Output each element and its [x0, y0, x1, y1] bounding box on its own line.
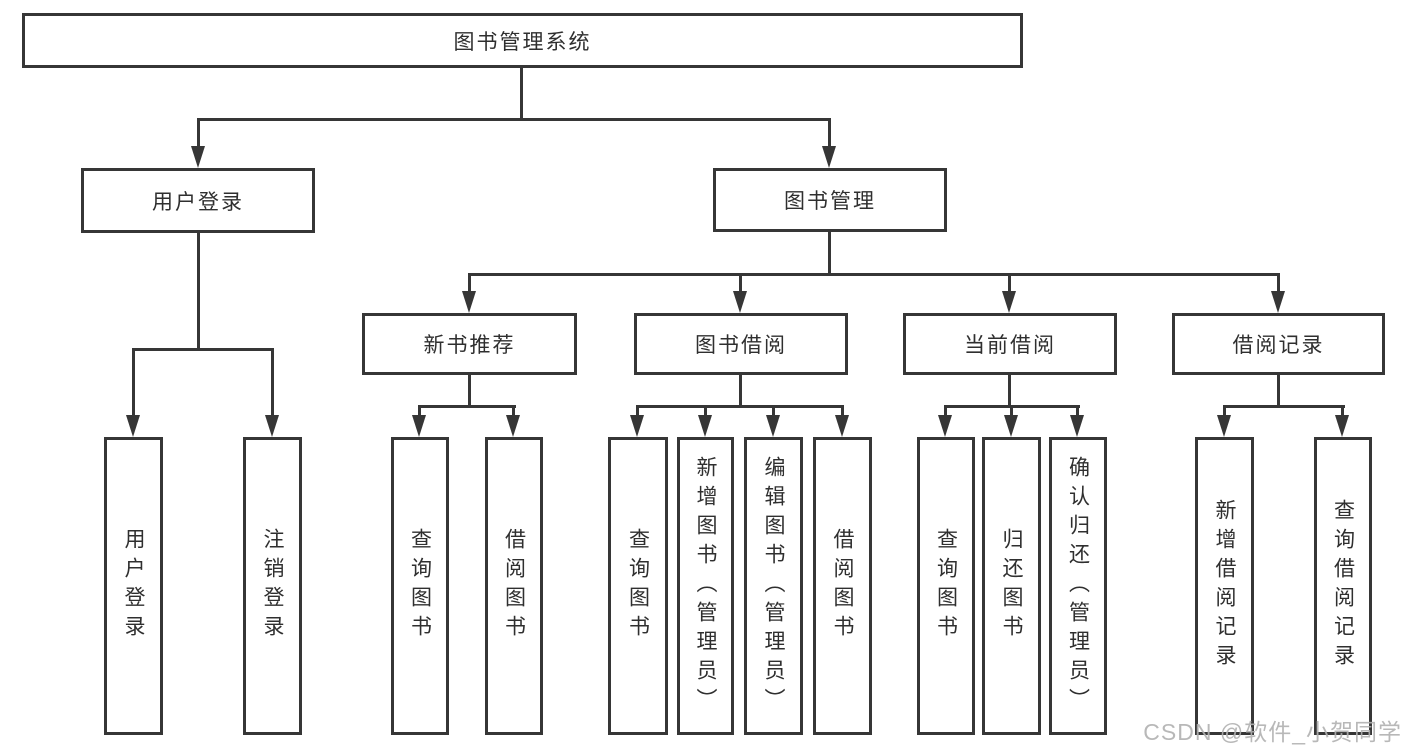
connector-stem	[1008, 375, 1011, 405]
connector-shaft	[1008, 273, 1011, 293]
node-label: 图书管理	[784, 190, 876, 213]
connector-shaft	[1341, 405, 1344, 417]
node-new-book-recommend: 新书推荐	[362, 313, 577, 375]
arrowhead-icon	[1271, 291, 1285, 313]
arrowhead-icon	[1335, 415, 1349, 437]
node-label: 借阅记录	[1232, 334, 1325, 357]
leaf-cb-query-books: 查询图书	[917, 437, 975, 735]
connector-branch	[1223, 405, 1345, 408]
leaf-nb-borrow-books: 借阅图书	[485, 437, 543, 735]
leaf-label: 编辑图书（管理员）	[762, 455, 785, 717]
arrowhead-icon	[1004, 415, 1018, 437]
arrowhead-icon	[1070, 415, 1084, 437]
leaf-bb-query-books: 查询图书	[608, 437, 668, 735]
leaf-bb-add-books-admin: 新增图书（管理员）	[677, 437, 734, 735]
connector-shaft	[271, 348, 274, 417]
connector-shaft	[1076, 405, 1079, 417]
node-label: 用户登录	[152, 190, 244, 214]
connector-shaft	[1223, 405, 1226, 417]
connector-shaft	[1277, 273, 1280, 293]
leaf-br-add-record: 新增借阅记录	[1195, 437, 1254, 735]
arrowhead-icon	[1217, 415, 1231, 437]
leaf-label: 借阅图书	[831, 528, 854, 644]
connector-user-login-stem	[197, 232, 200, 348]
node-borrow-records: 借阅记录	[1172, 313, 1385, 375]
connector-shaft	[1010, 405, 1013, 417]
arrowhead-icon	[938, 415, 952, 437]
arrowhead-icon	[191, 146, 205, 168]
node-label: 当前借阅	[964, 334, 1056, 357]
connector-book-mgmt-stem	[828, 232, 831, 273]
leaf-bb-edit-books-admin: 编辑图书（管理员）	[744, 437, 803, 735]
leaf-bb-borrow-books: 借阅图书	[813, 437, 872, 735]
connector-stem	[1277, 375, 1280, 405]
leaf-label: 查询图书	[626, 528, 650, 644]
node-current-borrow: 当前借阅	[903, 313, 1117, 375]
arrowhead-icon	[766, 415, 780, 437]
connector-shaft	[636, 405, 639, 417]
connector-shaft	[944, 405, 947, 417]
connector-shaft	[772, 405, 775, 417]
arrowhead-icon	[265, 415, 279, 437]
connector-shaft	[197, 118, 200, 148]
connector-book-mgmt-branch	[468, 273, 1280, 276]
node-book-management: 图书管理	[713, 168, 947, 232]
node-label: 图书管理系统	[453, 30, 592, 54]
leaf-label: 确认归还（管理员）	[1066, 455, 1090, 717]
leaf-nb-query-books: 查询图书	[391, 437, 449, 735]
leaf-logout: 注销登录	[243, 437, 302, 735]
arrowhead-icon	[126, 415, 140, 437]
connector-branch	[636, 405, 844, 408]
connector-shaft	[841, 405, 844, 417]
arrowhead-icon	[822, 146, 836, 168]
leaf-label: 新增图书（管理员）	[694, 455, 717, 717]
leaf-br-query-record: 查询借阅记录	[1314, 437, 1372, 735]
connector-shaft	[512, 405, 515, 417]
connector-shaft	[704, 405, 707, 417]
connector-shaft	[739, 273, 742, 293]
arrowhead-icon	[630, 415, 644, 437]
connector-user-login-branch	[132, 348, 274, 351]
leaf-label: 注销登录	[261, 528, 284, 644]
node-user-login: 用户登录	[81, 168, 315, 233]
leaf-user-login: 用户登录	[104, 437, 163, 735]
arrowhead-icon	[412, 415, 426, 437]
arrowhead-icon	[835, 415, 849, 437]
leaf-label: 借阅图书	[502, 528, 526, 644]
arrowhead-icon	[462, 291, 476, 313]
leaf-label: 归还图书	[1000, 528, 1023, 644]
arrowhead-icon	[506, 415, 520, 437]
connector-root-stem	[520, 67, 523, 118]
connector-root-branch	[197, 118, 831, 121]
leaf-cb-return-books: 归还图书	[982, 437, 1041, 735]
connector-shaft	[418, 405, 421, 417]
leaf-label: 查询图书	[934, 528, 958, 644]
leaf-label: 新增借阅记录	[1213, 499, 1236, 673]
node-library-management-system: 图书管理系统	[22, 13, 1023, 68]
arrowhead-icon	[698, 415, 712, 437]
connector-branch	[418, 405, 516, 408]
leaf-label: 查询借阅记录	[1331, 499, 1355, 673]
leaf-cb-confirm-return-admin: 确认归还（管理员）	[1049, 437, 1107, 735]
connector-stem	[739, 375, 742, 405]
leaf-label: 用户登录	[122, 528, 145, 644]
connector-shaft	[828, 118, 831, 148]
connector-stem	[468, 375, 471, 405]
node-book-borrow: 图书借阅	[634, 313, 848, 375]
connector-shaft	[132, 348, 135, 417]
connector-shaft	[468, 273, 471, 293]
csdn-watermark: CSDN @软件_小贺同学	[1143, 719, 1402, 745]
node-label: 图书借阅	[695, 334, 787, 357]
node-label: 新书推荐	[423, 334, 516, 357]
arrowhead-icon	[733, 291, 747, 313]
arrowhead-icon	[1002, 291, 1016, 313]
leaf-label: 查询图书	[408, 528, 432, 644]
